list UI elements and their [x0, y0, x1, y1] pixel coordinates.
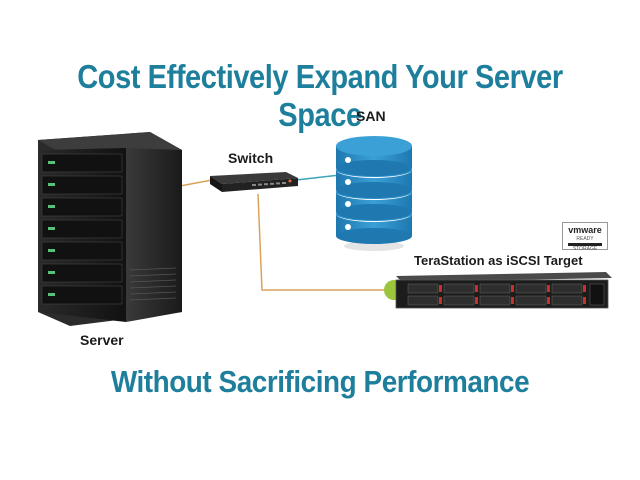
vmware-logo: vmware: [568, 225, 602, 235]
link-switch-san: [295, 174, 341, 181]
page-title: Cost Effectively Expand Your Server Spac…: [77, 58, 563, 133]
terastation-label: TeraStation as iSCSI Target: [414, 253, 583, 268]
page-subtitle: Without Sacrificing Performance: [110, 364, 530, 399]
network-switch-icon: [210, 172, 298, 192]
badge-ready-text: READY: [576, 236, 594, 242]
badge-storage-text: STORAGE: [572, 246, 598, 252]
link-server-switch: [179, 179, 213, 187]
vmware-ready-badge: vmware READY STORAGE: [562, 222, 608, 252]
connection-lines: [179, 174, 392, 291]
server-rack-icon: [38, 132, 182, 326]
switch-label: Switch: [228, 150, 274, 166]
san-label: SAN: [356, 108, 386, 124]
link-switch-terastation: [257, 193, 392, 291]
badge-bar: [568, 243, 602, 246]
terastation-unit-icon: [384, 272, 612, 309]
server-label: Server: [80, 332, 124, 348]
san-storage-icon: [336, 136, 412, 251]
